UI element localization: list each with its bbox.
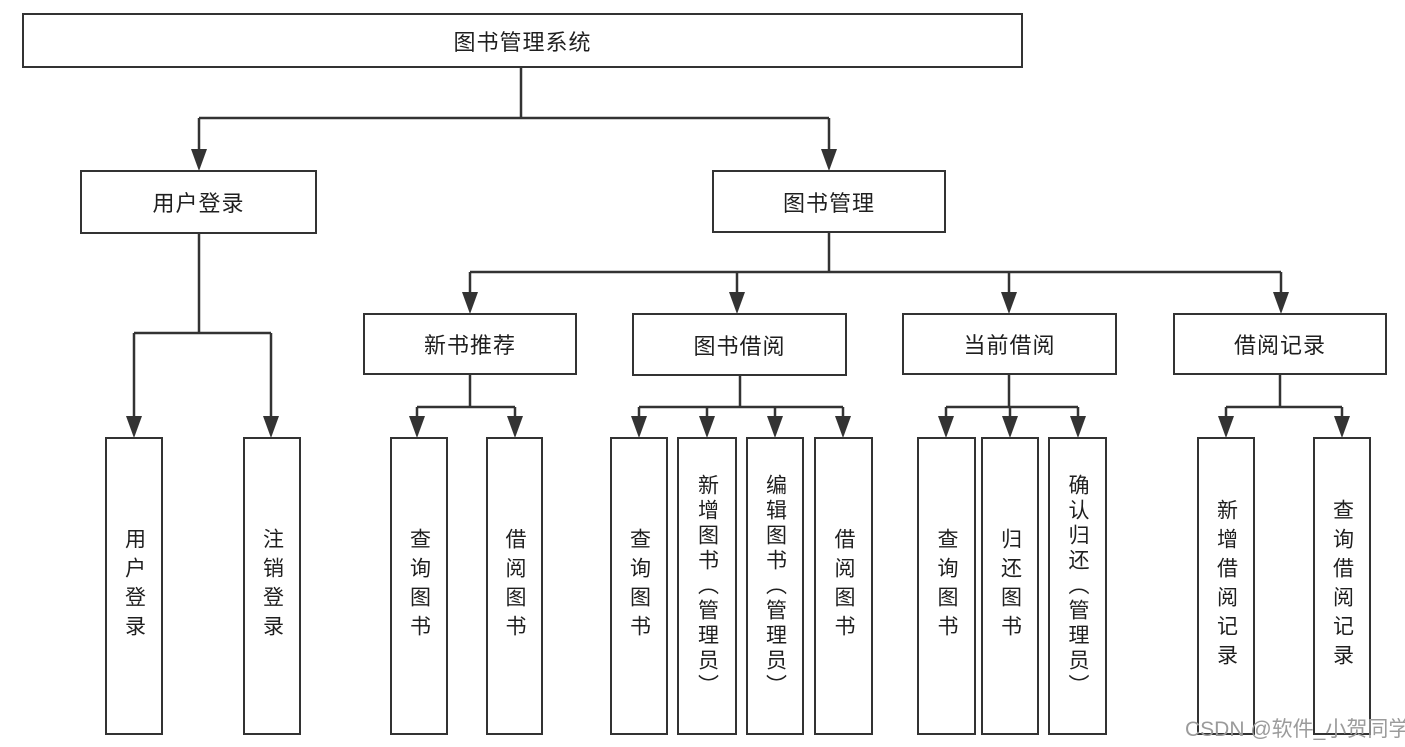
leaf-logout: 注销登录 [243, 437, 301, 735]
leaf-confirm-return-admin: 确认归还（管理员） [1048, 437, 1107, 735]
node-current-borrowing: 当前借阅 [902, 313, 1117, 375]
leaf-borrow-books: 借阅图书 [814, 437, 873, 735]
node-library-management-system: 图书管理系统 [22, 13, 1023, 68]
node-book-borrowing: 图书借阅 [632, 313, 847, 376]
node-new-book-recommendation: 新书推荐 [363, 313, 577, 375]
csdn-watermark: CSDN @软件_小贺同学 [1185, 718, 1405, 741]
node-book-management: 图书管理 [712, 170, 946, 233]
leaf-query-books-borrow: 查询图书 [610, 437, 668, 735]
leaf-add-borrow-record: 新增借阅记录 [1197, 437, 1255, 735]
leaf-user-login: 用户登录 [105, 437, 163, 735]
leaf-edit-books-admin: 编辑图书（管理员） [746, 437, 804, 735]
node-borrowing-records: 借阅记录 [1173, 313, 1387, 375]
leaf-add-books-admin: 新增图书（管理员） [677, 437, 737, 735]
leaf-query-borrow-record: 查询借阅记录 [1313, 437, 1371, 735]
leaf-query-books-recommend: 查询图书 [390, 437, 448, 735]
leaf-borrow-books-recommend: 借阅图书 [486, 437, 543, 735]
leaf-query-books-current: 查询图书 [917, 437, 976, 735]
leaf-return-books: 归还图书 [981, 437, 1039, 735]
node-user-login: 用户登录 [80, 170, 317, 234]
